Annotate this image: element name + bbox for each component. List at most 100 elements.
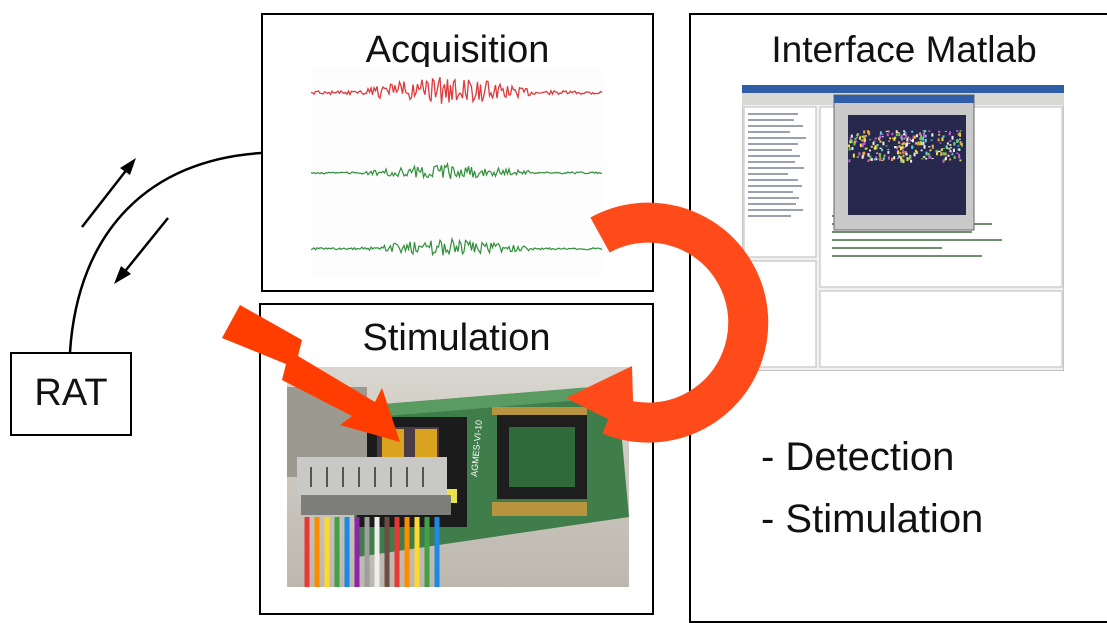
spectrogram-dot	[953, 142, 956, 146]
spectrogram-dot	[894, 136, 897, 139]
spectrogram-dot	[913, 152, 916, 157]
spectrogram-dot	[898, 141, 901, 144]
spectrogram-dot	[861, 135, 864, 138]
spectrogram-dot	[947, 154, 950, 157]
spectrogram-dot	[949, 144, 952, 147]
spectrogram-dot	[920, 141, 923, 146]
spectrogram-dot	[869, 155, 872, 159]
spectrogram-dot	[898, 145, 901, 147]
spectrogram-dot	[928, 130, 931, 132]
spectrogram-dot	[902, 149, 905, 153]
spectrogram-dot	[870, 158, 873, 161]
spectrogram-dot	[863, 141, 866, 145]
spectrogram-dot	[893, 156, 896, 160]
spectrogram-dot	[949, 131, 951, 135]
spectrogram-dot	[945, 145, 948, 149]
spectrogram-dot	[887, 130, 890, 133]
spectrogram-dot	[897, 132, 899, 134]
spectrogram-dot	[936, 152, 938, 156]
stimulator-board-photo: AGMES-VI-10	[287, 367, 629, 587]
spectrogram-dot	[856, 134, 858, 137]
spectrogram-dot	[917, 141, 920, 143]
spectrogram-dot	[879, 154, 882, 158]
spectrogram-dot	[861, 155, 864, 159]
spectrogram-dot	[930, 139, 933, 141]
signal-traces	[311, 67, 603, 277]
spectrogram-dot	[863, 151, 866, 155]
stimulation-title: Stimulation	[362, 317, 551, 359]
spectrogram-dot	[872, 141, 875, 145]
spectrogram-dot	[909, 138, 912, 141]
spectrogram-dot	[921, 158, 924, 160]
spectrogram-dot	[931, 144, 934, 149]
spectrogram-dot	[946, 142, 949, 145]
spectrogram-dot	[961, 142, 963, 147]
spectrogram-dot	[956, 130, 959, 132]
spectrogram-dot	[920, 149, 923, 152]
spectrogram-dot	[935, 149, 938, 153]
spectrogram-dot	[941, 137, 944, 142]
spectrogram-dot	[900, 136, 903, 139]
spectrogram-dot	[848, 147, 851, 151]
spectrogram-dot	[895, 146, 898, 148]
spectrogram-dot	[949, 140, 952, 142]
spectrogram-dot	[887, 151, 890, 154]
spectrogram-dot	[924, 134, 927, 138]
spectrogram-dot	[918, 142, 921, 146]
spectrogram-dot	[898, 132, 901, 137]
spectrogram-dot	[922, 130, 925, 132]
spectrogram-dot	[942, 135, 945, 138]
spectrogram-dot	[900, 146, 902, 151]
spectrogram-dot	[911, 130, 914, 133]
spectrogram-dot	[905, 152, 908, 156]
spectrogram-dot	[863, 130, 866, 134]
spectrogram-dot	[891, 157, 894, 161]
spectrogram-dot	[940, 152, 943, 156]
spectrogram-dot	[885, 145, 888, 147]
spectrogram-dot	[959, 135, 962, 137]
spectrogram-dot	[958, 148, 961, 151]
spectrogram-dot	[867, 130, 870, 134]
spectrogram-dot	[899, 152, 902, 155]
spectrogram-dot	[922, 132, 925, 135]
spectrogram-dot	[849, 140, 852, 144]
spectrogram-dot	[852, 153, 855, 158]
spectrogram-dot	[893, 138, 896, 141]
spectrogram-dot	[902, 142, 905, 144]
spectrogram-dot	[850, 134, 853, 138]
spectrogram-dot	[959, 143, 962, 145]
spectrogram-dot	[922, 136, 925, 141]
spectrogram-dot	[923, 156, 925, 158]
spectrogram-dot	[892, 137, 895, 140]
spectrogram-dot	[854, 137, 857, 141]
spectrogram-dot	[875, 156, 878, 159]
spectrogram-dot	[853, 142, 856, 146]
spectrogram-dot	[944, 156, 947, 161]
spectrogram-dot	[938, 130, 941, 134]
interface-title: Interface Matlab	[771, 29, 1037, 70]
function-stimulation: - Stimulation	[761, 497, 984, 541]
spectrogram-dot	[922, 141, 925, 145]
spectrogram-dot	[901, 137, 903, 141]
spectrogram-dot	[956, 152, 959, 154]
spectrogram-dot	[916, 142, 919, 146]
spectrogram-dot	[882, 141, 885, 146]
spectrogram-dot	[944, 130, 947, 132]
spectrogram-dot	[959, 159, 962, 162]
spectrogram-dot	[902, 159, 905, 164]
spectrogram-dot	[851, 146, 854, 150]
spectrogram-dot	[900, 134, 903, 138]
spectrogram-dot	[904, 131, 907, 134]
spectrogram-dot	[915, 134, 918, 138]
spectrogram-dot	[863, 135, 866, 139]
spectrogram-dot	[929, 149, 932, 151]
spectrogram-dot	[920, 134, 923, 139]
spectrogram-dot	[879, 147, 882, 149]
spectrogram-dot	[915, 151, 918, 154]
spectrogram-dot	[887, 156, 890, 160]
spectrogram-dot	[925, 157, 928, 160]
spectrogram-dot	[856, 136, 859, 139]
spectrogram-dot	[910, 139, 913, 142]
spectrogram-dot	[923, 134, 926, 138]
